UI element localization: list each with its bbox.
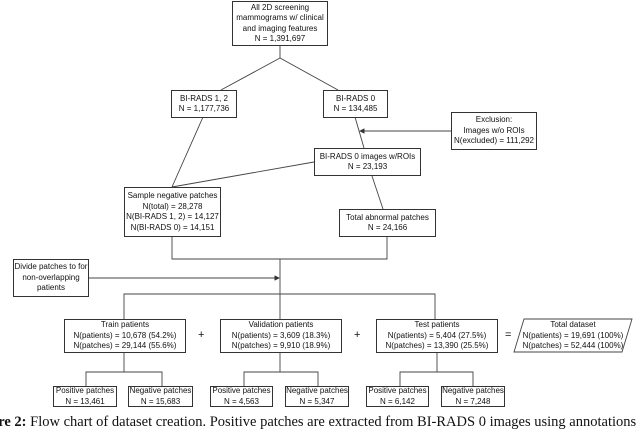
text: N(patients) = 19,691 (100%) [522, 330, 624, 340]
text: BI-RADS 0 [335, 93, 376, 103]
all-mammograms-box: All 2D screening mammograms w/ clinical … [232, 1, 328, 46]
text: patients [36, 283, 66, 293]
text: Total abnormal patches [346, 212, 429, 222]
line-to-birads12 [220, 57, 281, 91]
text: Negative patches [442, 386, 504, 395]
divide-box: Divide patches to for non-overlapping pa… [13, 259, 89, 297]
text: Validation patients [248, 320, 314, 330]
text: N(patients) = 5,404 (27.5%) [387, 330, 487, 340]
text: BI-RADS 0 images w/ROIs [319, 151, 416, 161]
line-split [123, 293, 436, 319]
text: N = 5,347 [299, 396, 335, 406]
text: N(excluded) = 111,292 [454, 136, 534, 146]
text: and imaging features [242, 23, 318, 33]
birads0-box: BI-RADS 0 N = 134,485 [323, 90, 388, 118]
text: N = 1,391,697 [254, 34, 306, 43]
text: N(patients) = 3,609 (18.3%) [231, 330, 331, 340]
line-birads0-rois [354, 116, 365, 149]
text: Negative patches [286, 386, 348, 395]
rois-box: BI-RADS 0 images w/ROIs N = 23,193 [314, 148, 421, 176]
text: Exclusion: [475, 115, 513, 125]
text: Images w/o ROIs [463, 125, 525, 135]
text: Train patients [100, 320, 150, 330]
text: N = 24,166 [367, 223, 408, 232]
text: N = 23,193 [347, 162, 388, 171]
text: N = 134,485 [333, 104, 378, 113]
line-birads12-sample [171, 116, 204, 188]
plus-sign: + [354, 329, 361, 341]
total-dataset-shape [513, 318, 633, 353]
text: N(patches) = 29,144 (55.6%) [73, 341, 177, 351]
text: N = 1,177,736 [178, 104, 230, 113]
text: Positive patches [212, 386, 271, 395]
exclusion-box: Exclusion: Images w/o ROIs N(excluded) =… [451, 112, 537, 150]
text: N = 4,563 [224, 396, 259, 406]
test-branch [399, 371, 474, 386]
text: Positive patches [368, 386, 427, 395]
text: N = 13,461 [65, 396, 105, 406]
abnormal-box: Total abnormal patches N = 24,166 [339, 209, 436, 237]
train-branch [85, 371, 163, 386]
validation-branch [243, 371, 319, 386]
train-box: Train patients N(patients) = 10,678 (54.… [64, 319, 186, 353]
text: N(patches) = 13,390 (25.5%) [385, 341, 489, 351]
text: Total dataset [550, 320, 596, 330]
text: N = 6,142 [380, 396, 415, 406]
test-box: Test patients N(patients) = 5,404 (27.5%… [376, 319, 498, 353]
caption-text: Flow chart of dataset creation. Positive… [26, 414, 640, 430]
text: N = 7,248 [455, 396, 491, 406]
text: N(patches) = 52,444 (100%) [522, 341, 624, 351]
text: BI-RADS 1, 2 [179, 93, 228, 103]
caption-label: Figure 2: [0, 414, 27, 430]
text: Sample negative patches [127, 191, 218, 200]
line-to-birads0 [279, 57, 339, 91]
text: Positive patches [55, 386, 115, 395]
line-rois-sample [171, 161, 315, 188]
equals-sign: = [505, 329, 512, 341]
text: Test patients [414, 320, 460, 330]
text: N(BI-RADS 0) = 14,151 [130, 222, 215, 232]
text: Divide patches to for [14, 262, 88, 272]
text: N = 15,683 [140, 396, 181, 406]
text: Negative patches [129, 386, 192, 395]
figure-caption: Figure 2: Flow chart of dataset creation… [0, 414, 640, 430]
negative-sample-box: Sample negative patches N(total) = 28,27… [124, 187, 221, 237]
line-merge [171, 236, 388, 260]
text: non-overlapping [22, 272, 80, 282]
text: N(patches) = 9,910 (18.9%) [231, 341, 331, 351]
text: mammograms w/ clinical [236, 13, 324, 22]
plus-sign: + [198, 329, 205, 341]
text: N(BI-RADS 1, 2) = 14,127 [126, 212, 219, 221]
birads12-box: BI-RADS 1, 2 N = 1,177,736 [171, 90, 237, 118]
total-dataset-box: Total dataset N(patients) = 19,691 (100%… [514, 319, 632, 353]
text: All 2D screening [250, 2, 310, 12]
line-rois-abnormal [371, 175, 384, 210]
text: N(patients) = 10,678 (54.2%) [73, 330, 177, 340]
text: N(total) = 28,278 [142, 201, 203, 211]
validation-box: Validation patients N(patients) = 3,609 … [220, 319, 342, 353]
